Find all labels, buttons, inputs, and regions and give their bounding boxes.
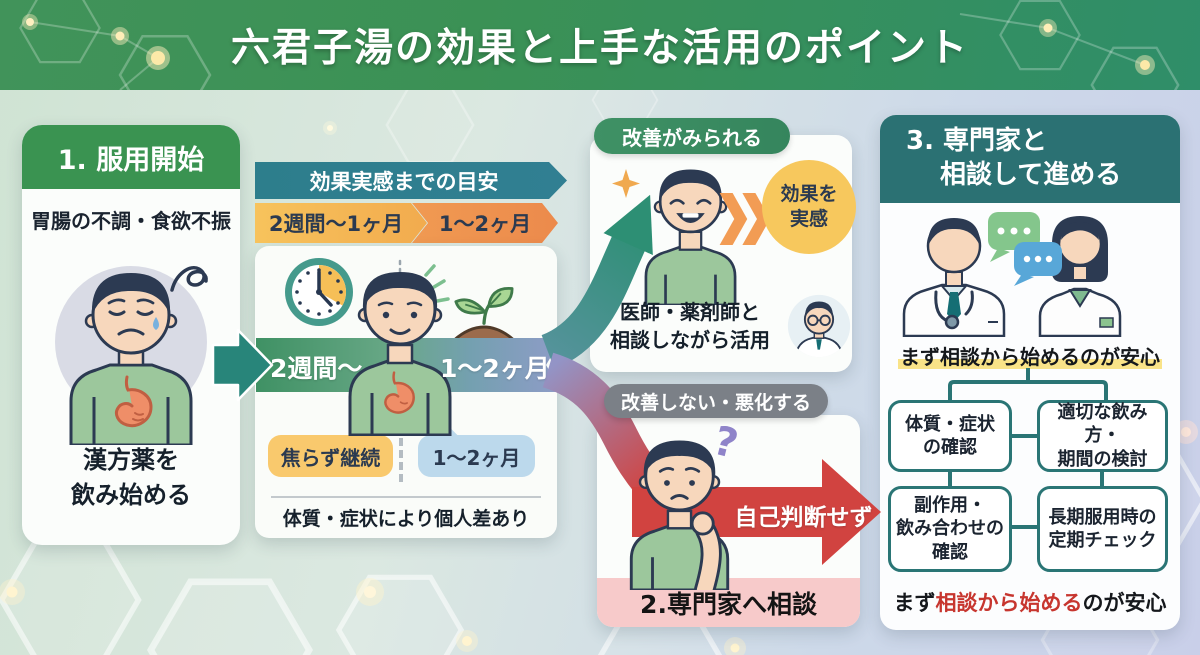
- bubble-period: 1〜2ヶ月: [418, 435, 535, 477]
- step3-footer-suffix: のが安心: [1082, 591, 1167, 615]
- flow-box-constitution: 体質・症状 の確認: [888, 400, 1012, 472]
- step3-footer-prefix: まず: [893, 591, 936, 615]
- step3-lead: まず相談から始めるのが安心: [880, 341, 1180, 370]
- person-unwell-illustration: [55, 266, 207, 445]
- page-title: 六君子湯の効果と上手な活用のポイント: [230, 26, 969, 71]
- male-doctor: [902, 218, 1006, 337]
- not-improved-badge: 改善しない・悪化する: [604, 384, 828, 418]
- step3-footer: まず相談から始めるのが安心: [880, 587, 1180, 617]
- step1-symptom-label: 胃腸の不調・食欲不振: [31, 209, 231, 233]
- stomach-icon: [114, 375, 153, 428]
- timeline-banner: 効果実感までの目安: [255, 162, 567, 199]
- clock-icon: [285, 258, 353, 326]
- title-banner: 六君子湯の効果と上手な活用のポイント: [0, 0, 1200, 90]
- stethoscope-icon: [944, 314, 960, 330]
- person-taking-illustration: [348, 259, 452, 436]
- step3-footer-highlight: 相談から始める: [935, 591, 1083, 615]
- flow-box-longterm-check: 長期服用時の 定期チェック: [1037, 486, 1168, 572]
- step3-header-line1: 3. 専門家と: [906, 126, 1048, 156]
- step1-header: 1. 服用開始: [22, 125, 240, 189]
- no-self-judgement-label: 自己判断せず: [734, 505, 873, 531]
- banner-molecule-decoration: [19, 0, 1180, 90]
- flow-box-dosage: 適切な飲み方・ 期間の検討: [1037, 400, 1168, 472]
- timeline-phase1: 2週間〜1ヶ月: [255, 203, 427, 243]
- step1-card: 1. 服用開始 胃腸の不調・食欲不振 漢方薬を 飲み始める: [22, 125, 240, 545]
- effect-result-circle: 効果を 実感: [762, 160, 856, 254]
- step3-lead-text: まず相談から始めるのが安心: [898, 345, 1162, 369]
- speech-bubbles-icon: [988, 212, 1062, 286]
- person-happy-illustration: [644, 169, 737, 305]
- improved-card: 改善がみられる 効果を 実感 医師・薬剤師と 相談しながら活用: [590, 118, 856, 372]
- step3-header-line2: 相談して進める: [940, 159, 1122, 190]
- divider-line: [271, 496, 541, 498]
- flowchart-connectors: [948, 368, 1108, 529]
- dashed-divider: [399, 426, 403, 482]
- improved-badge: 改善がみられる: [594, 118, 790, 154]
- improved-caption: 医師・薬剤師と 相談しながら活用: [610, 300, 770, 352]
- doctors-illustration: [902, 212, 1122, 337]
- step3-card: 3. 専門家と 相談して進める: [880, 115, 1180, 630]
- female-doctor: [1038, 216, 1122, 337]
- sparkle-dashes-icon: [424, 264, 450, 303]
- flow-box-side-effects: 副作用・ 飲み合わせの 確認: [888, 486, 1012, 572]
- sprout-icon: [452, 287, 516, 342]
- band-start-label: 2週間〜: [270, 354, 363, 383]
- doctor-avatar: [787, 294, 851, 358]
- dizzy-squiggle-icon: [170, 266, 208, 292]
- step1-action-label: 漢方薬を 飲み始める: [71, 446, 191, 509]
- timeline-phase2: 1〜2ヶ月: [412, 203, 558, 243]
- step3-header: 3. 専門家と 相談して進める: [880, 115, 1180, 203]
- timeline-note: 体質・症状により個人差あり: [282, 508, 530, 530]
- band-end-label: 1〜2ヶ月: [440, 354, 550, 383]
- bubble-keep-going: 焦らず継続: [268, 435, 393, 477]
